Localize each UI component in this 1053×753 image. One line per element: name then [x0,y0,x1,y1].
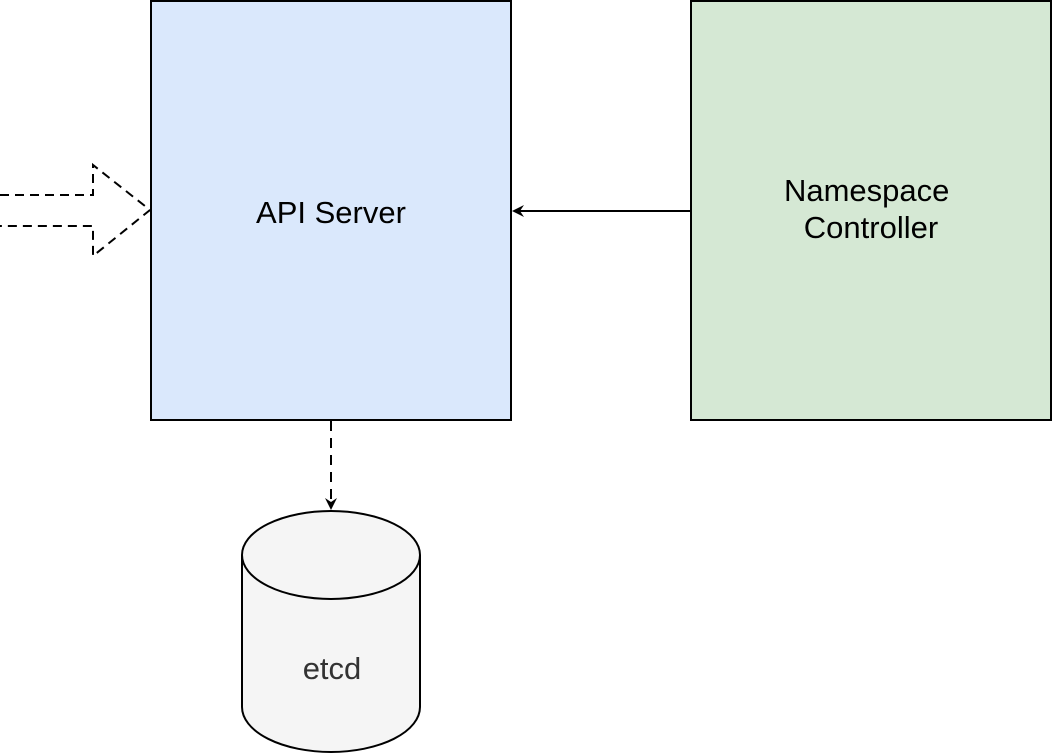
incoming-request-arrow [0,162,152,259]
namespace-controller-label: Namespace Controller [784,173,958,245]
etcd-cylinder-body [241,555,421,753]
etcd-label: etcd [303,651,362,686]
etcd-node[interactable]: etcd [241,510,421,753]
api-server-node[interactable]: API Server [150,0,512,421]
etcd-cylinder-top [241,510,421,600]
namespace-controller-node[interactable]: Namespace Controller [690,0,1052,421]
namespace-controller-label-line-1: Namespace [784,173,949,208]
api-server-label: API Server [256,195,406,230]
api-server-box [150,0,512,421]
namespace-controller-label-line-2: Controller [804,210,938,245]
namespace-controller-box [690,0,1052,421]
